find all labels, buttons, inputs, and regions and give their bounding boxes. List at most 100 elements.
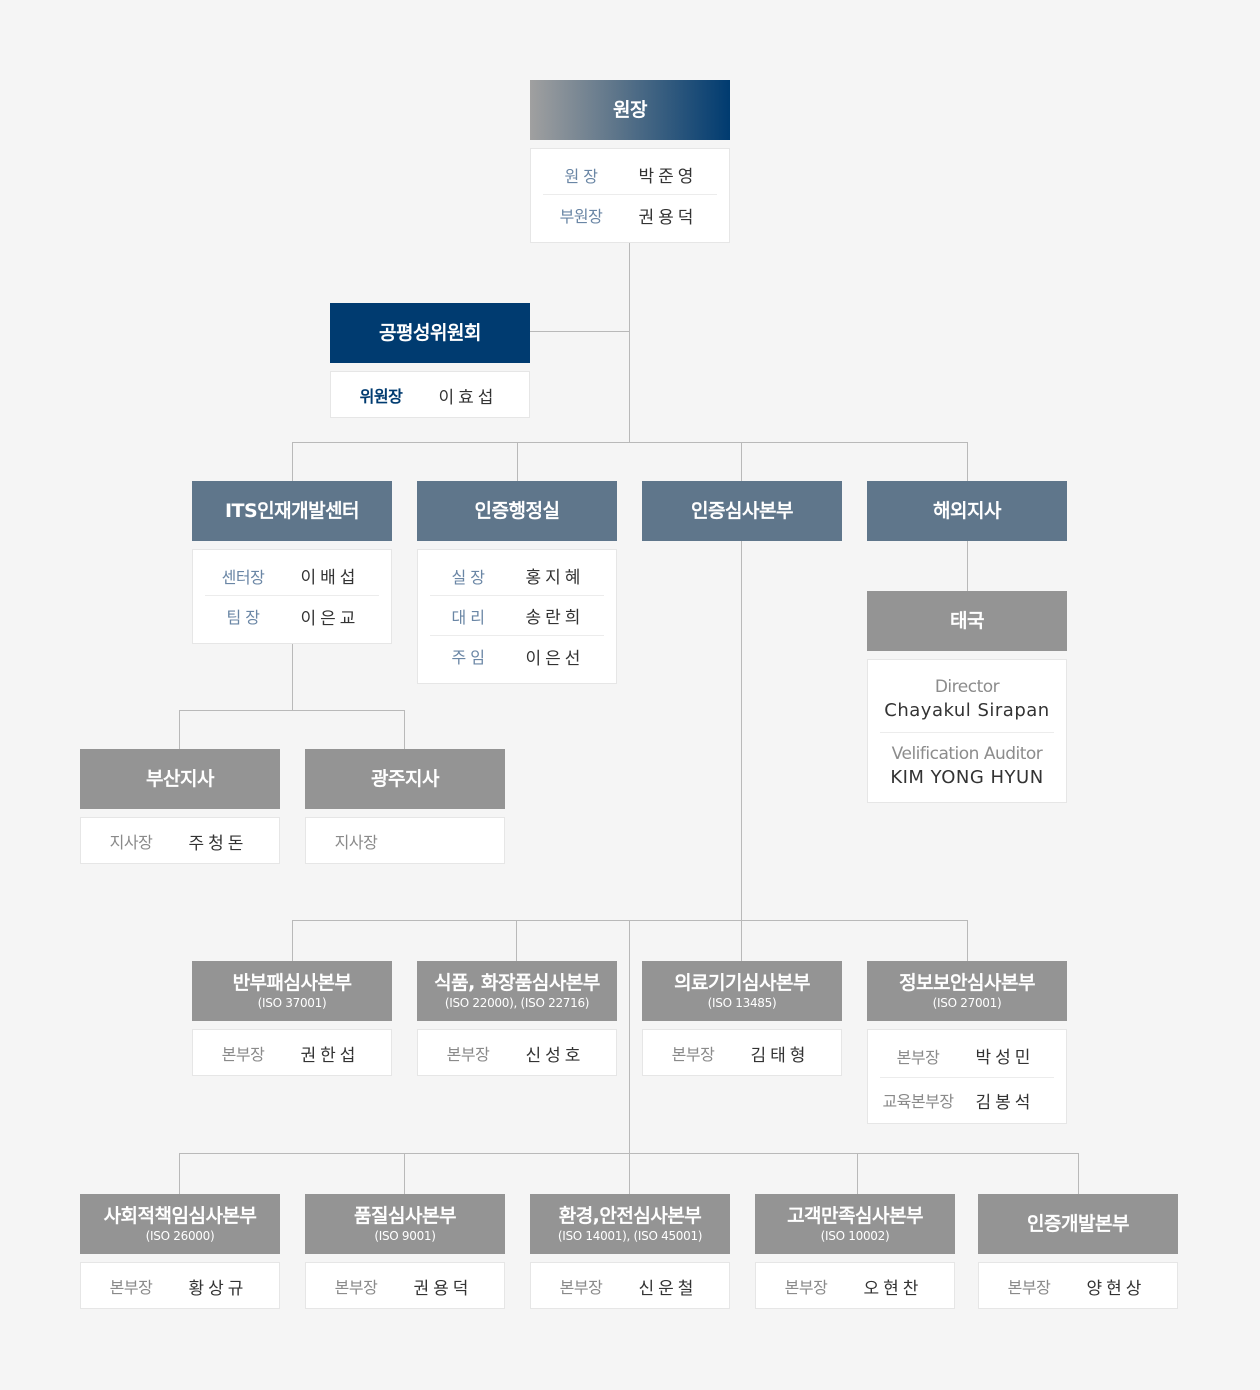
member-role: 본부장 <box>109 1278 153 1297</box>
division-header: 사회적책임심사본부 (ISO 26000) <box>80 1194 280 1254</box>
member-row: 본부장 오현찬 <box>768 1266 942 1306</box>
member-name: 권용덕 <box>638 207 698 228</box>
member-name: 신운철 <box>638 1278 698 1299</box>
member-row: 위원장 이효섭 <box>343 375 517 415</box>
admin-office-title: 인증행정실 <box>474 500 560 522</box>
member-role: 지사장 <box>334 833 378 852</box>
division-title: 품질심사본부 <box>354 1204 456 1227</box>
member-name: 이효섭 <box>438 387 498 408</box>
member-role: 부원장 <box>559 207 603 226</box>
gwangju-header: 광주지사 <box>305 749 505 809</box>
member-row: 대 리 송란희 <box>430 596 604 636</box>
audit-hq-header: 인증심사본부 <box>642 481 842 541</box>
admin-office-header: 인증행정실 <box>417 481 617 541</box>
member-name: 이은교 <box>300 608 360 629</box>
division-header: 고객만족심사본부 (ISO 10002) <box>755 1194 955 1254</box>
division-card: 본부장 신운철 <box>530 1262 730 1309</box>
person-title: Velification Auditor <box>891 744 1043 764</box>
member-role: 본부장 <box>784 1278 828 1297</box>
division-standard: (ISO 9001) <box>374 1228 436 1243</box>
member-role: 원 장 <box>564 166 598 186</box>
member-name: 박준영 <box>638 167 698 187</box>
gwangju-card: 지사장 <box>305 817 505 864</box>
member-role: 대 리 <box>451 607 485 627</box>
chairman-card: 원 장 박준영 부원장 권용덕 <box>530 148 730 243</box>
division-title: 의료기기심사본부 <box>674 971 810 994</box>
division-card: 본부장 신성호 <box>417 1029 617 1076</box>
person-name: Chayakul Sirapan <box>884 700 1050 721</box>
division-header: 품질심사본부 (ISO 9001) <box>305 1194 505 1254</box>
member-name: 주청돈 <box>188 833 248 854</box>
division-title: 정보보안심사본부 <box>899 971 1035 994</box>
division-header: 인증개발본부 <box>978 1194 1178 1254</box>
member-name: 권한섭 <box>300 1045 360 1066</box>
person-block: Velification Auditor KIM YONG HYUN <box>880 741 1054 799</box>
member-role: 위원장 <box>359 387 403 406</box>
member-row: 본부장 신성호 <box>430 1033 604 1073</box>
overseas-header: 해외지사 <box>867 481 1067 541</box>
member-row: 지사장 주청돈 <box>93 821 267 861</box>
thailand-header: 태국 <box>867 591 1067 651</box>
division-title: 환경,안전심사본부 <box>558 1204 702 1227</box>
member-role: 센터장 <box>221 567 265 587</box>
member-name: 박성민 <box>975 1048 1035 1068</box>
division-header: 반부패심사본부 (ISO 37001) <box>192 961 392 1021</box>
member-role: 지사장 <box>109 833 153 852</box>
overseas-title: 해외지사 <box>933 500 1001 522</box>
division-card: 본부장 황상규 <box>80 1262 280 1309</box>
member-row: 본부장 황상규 <box>93 1266 267 1306</box>
member-role: 본부장 <box>221 1045 265 1064</box>
member-role: 실 장 <box>451 567 485 587</box>
member-name: 신성호 <box>525 1045 585 1066</box>
member-role: 본부장 <box>334 1278 378 1297</box>
division-header: 환경,안전심사본부 (ISO 14001), (ISO 45001) <box>530 1194 730 1254</box>
member-row: 팀 장 이은교 <box>205 596 379 636</box>
division-card: 본부장 권한섭 <box>192 1029 392 1076</box>
division-standard: (ISO 26000) <box>145 1228 215 1243</box>
committee-header: 공평성위원회 <box>330 303 530 363</box>
division-standard: (ISO 37001) <box>257 995 327 1010</box>
division-title: 식품, 화장품심사본부 <box>434 971 600 994</box>
thailand-title: 태국 <box>950 610 984 632</box>
member-name: 이배섭 <box>300 568 360 588</box>
committee-card: 위원장 이효섭 <box>330 371 530 418</box>
division-standard: (ISO 14001), (ISO 45001) <box>557 1228 703 1243</box>
member-row: 본부장 김태형 <box>655 1033 829 1073</box>
member-row: 원 장 박준영 <box>543 155 717 195</box>
member-row: 주 임 이은선 <box>430 636 604 676</box>
member-row: 본부장 신운철 <box>543 1266 717 1306</box>
division-card: 본부장 양현상 <box>978 1262 1178 1309</box>
audit-hq-title: 인증심사본부 <box>691 500 793 522</box>
member-name: 김봉석 <box>975 1092 1035 1113</box>
member-row: 실 장 홍지혜 <box>430 556 604 596</box>
member-row: 센터장 이배섭 <box>205 556 379 596</box>
division-card: 본부장 오현찬 <box>755 1262 955 1309</box>
member-role: 주 임 <box>451 648 485 667</box>
member-name: 이은선 <box>525 648 585 669</box>
division-card: 본부장 김태형 <box>642 1029 842 1076</box>
division-standard: (ISO 13485) <box>707 995 777 1010</box>
member-name: 오현찬 <box>863 1278 923 1299</box>
person-block: Director Chayakul Sirapan <box>880 674 1054 733</box>
chairman-header: 원장 <box>530 80 730 140</box>
member-role: 팀 장 <box>226 608 260 627</box>
division-title: 인증개발본부 <box>1027 1213 1129 1235</box>
person-name: KIM YONG HYUN <box>890 767 1044 788</box>
member-name: 권용덕 <box>413 1278 473 1299</box>
busan-title: 부산지사 <box>146 768 214 790</box>
its-center-card: 센터장 이배섭 팀 장 이은교 <box>192 549 392 644</box>
division-header: 식품, 화장품심사본부 (ISO 22000), (ISO 22716) <box>417 961 617 1021</box>
member-name: 송란희 <box>525 608 585 628</box>
division-standard: (ISO 22000), (ISO 22716) <box>444 995 590 1010</box>
committee-title: 공평성위원회 <box>379 322 481 344</box>
division-header: 정보보안심사본부 (ISO 27001) <box>867 961 1067 1021</box>
division-card: 본부장 박성민 교육본부장 김봉석 <box>867 1029 1067 1124</box>
member-name: 양현상 <box>1086 1278 1146 1299</box>
division-header: 의료기기심사본부 (ISO 13485) <box>642 961 842 1021</box>
member-role: 본부장 <box>1007 1278 1051 1297</box>
division-title: 반부패심사본부 <box>232 971 352 994</box>
busan-card: 지사장 주청돈 <box>80 817 280 864</box>
member-role: 본부장 <box>446 1045 490 1064</box>
